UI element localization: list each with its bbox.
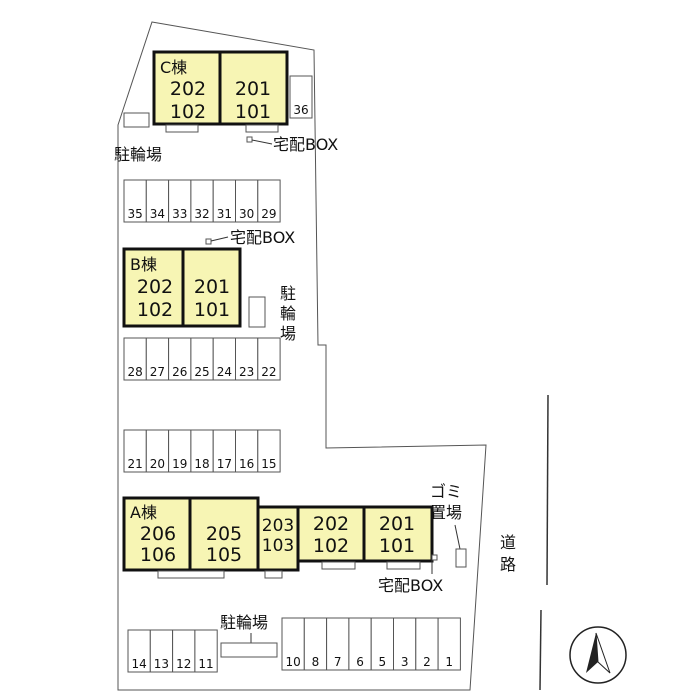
- svg-text:106: 106: [140, 544, 176, 566]
- parking-space-number: 18: [194, 457, 209, 471]
- parking-space: [257, 429, 281, 473]
- parking-row: 28 27 26 25 24 23 22: [123, 337, 281, 381]
- parking-space: [257, 179, 281, 223]
- parking-row: 35 34 33 32 31 30 29: [123, 179, 281, 223]
- svg-text:206: 206: [140, 523, 176, 545]
- svg-text:202: 202: [170, 78, 206, 100]
- parking-space-36: [289, 75, 313, 119]
- svg-text:B棟: B棟: [130, 255, 157, 274]
- building-a: A棟 206 106 205 105 203 103 202 102 201 1…: [122, 496, 434, 579]
- parking-space: [437, 617, 461, 671]
- parking-space-number: 1: [445, 655, 453, 669]
- garbage-area-label: ゴミ: [430, 482, 462, 501]
- svg-text:101: 101: [235, 101, 271, 123]
- svg-text:205: 205: [206, 523, 242, 545]
- parking-space-number: 30: [239, 207, 254, 221]
- bicycle-parking-label: 駐輪場: [114, 145, 162, 164]
- garbage-area-label: 置場: [430, 503, 462, 522]
- parking-space: [257, 337, 281, 381]
- svg-text:105: 105: [206, 544, 242, 566]
- bicycle-parking-label: 駐輪場: [220, 613, 268, 632]
- parking-space-number: 35: [128, 207, 143, 221]
- parking-space-number: 13: [154, 657, 169, 671]
- parking-space-number: 19: [172, 457, 187, 471]
- building-c: C棟 202 102 201 101: [152, 50, 289, 133]
- parking-row: 14 13 12 11: [127, 629, 218, 673]
- svg-text:C棟: C棟: [160, 58, 187, 77]
- parking-space-number: 32: [194, 207, 209, 221]
- svg-text:202: 202: [313, 513, 349, 535]
- parking-space: [194, 629, 218, 673]
- bicycle-parking: [248, 296, 266, 328]
- svg-text:102: 102: [137, 299, 173, 321]
- parking-space-number: 33: [172, 207, 187, 221]
- parking-space-number: 31: [217, 207, 232, 221]
- delivery-box-label: 宅配BOX: [378, 576, 443, 595]
- svg-text:201: 201: [379, 513, 415, 535]
- delivery-box-label: 宅配BOX: [230, 228, 295, 247]
- parking-space-number: 23: [239, 365, 254, 379]
- parking-row: 21 20 19 18 17 16 15: [123, 429, 281, 473]
- north-arrow-icon: [569, 626, 627, 684]
- parking-space-number: 2: [423, 655, 431, 669]
- svg-text:201: 201: [235, 78, 271, 100]
- svg-text:202: 202: [137, 276, 173, 298]
- parking-space-number: 7: [334, 655, 342, 669]
- parking-space-number: 15: [261, 457, 276, 471]
- parking-space-number: 3: [401, 655, 409, 669]
- bicycle-parking: [220, 642, 278, 658]
- parking-space-number: 27: [150, 365, 165, 379]
- delivery-box: [431, 554, 438, 561]
- delivery-box: [205, 238, 212, 245]
- parking-space-number: 21: [128, 457, 143, 471]
- parking-space-number: 11: [198, 657, 213, 671]
- svg-text:36: 36: [293, 103, 308, 117]
- parking-space-number: 16: [239, 457, 254, 471]
- delivery-box-label: 宅配BOX: [273, 135, 338, 154]
- svg-text:102: 102: [313, 535, 349, 557]
- parking-space-number: 34: [150, 207, 165, 221]
- lot-boundary: [117, 21, 487, 691]
- bicycle-parking: [123, 112, 150, 128]
- delivery-box: [246, 136, 253, 143]
- garbage-area: [455, 548, 467, 568]
- svg-text:203: 203: [262, 516, 294, 536]
- svg-text:102: 102: [170, 101, 206, 123]
- parking-space-number: 20: [150, 457, 165, 471]
- parking-space-number: 25: [194, 365, 209, 379]
- road-edge: [539, 609, 542, 691]
- svg-text:201: 201: [194, 276, 230, 298]
- parking-space-number: 28: [128, 365, 143, 379]
- svg-text:A棟: A棟: [130, 503, 157, 522]
- parking-space-number: 24: [217, 365, 232, 379]
- parking-space-number: 14: [132, 657, 147, 671]
- parking-space-number: 22: [261, 365, 276, 379]
- svg-text:場: 場: [280, 324, 296, 343]
- parking-space-number: 10: [286, 655, 301, 669]
- parking-space-number: 8: [312, 655, 320, 669]
- svg-text:輪: 輪: [280, 304, 296, 323]
- parking-space-number: 12: [176, 657, 191, 671]
- parking-space-number: 26: [172, 365, 187, 379]
- road-edge: [546, 394, 549, 586]
- svg-text:駐: 駐: [280, 284, 296, 303]
- parking-space-number: 5: [379, 655, 387, 669]
- svg-text:103: 103: [262, 536, 294, 556]
- building-b: B棟 202 102 201 101: [122, 247, 242, 328]
- svg-text:101: 101: [194, 299, 230, 321]
- parking-space-number: 29: [261, 207, 276, 221]
- road-label: 路: [500, 555, 516, 574]
- road-label: 道: [500, 533, 516, 552]
- svg-text:101: 101: [379, 535, 415, 557]
- parking-space-number: 17: [217, 457, 232, 471]
- parking-space-number: 6: [356, 655, 364, 669]
